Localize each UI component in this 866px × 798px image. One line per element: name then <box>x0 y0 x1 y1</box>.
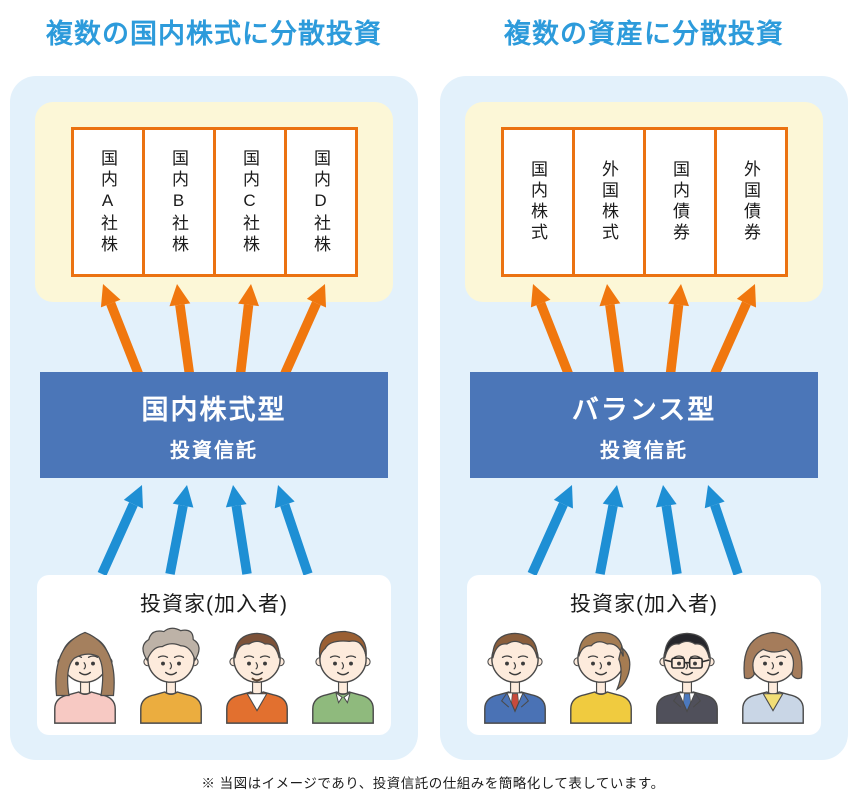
asset-box-domestic-b: 国内B社株 <box>141 127 216 277</box>
asset-label: 国内C社株 <box>240 148 259 256</box>
fund-product-label: 投資信託 <box>600 439 688 462</box>
investors-box: 投資家(加入者) <box>467 575 821 735</box>
asset-label: 国内D社株 <box>311 148 330 256</box>
orange-diversification-arrows <box>100 284 327 380</box>
fund-box-balanced-type: バランス型 投資信託 <box>470 372 818 478</box>
person-man-goatee-orange-vneck <box>217 618 297 726</box>
panel-balanced-fund: 国内株式 外国株式 国内債券 外国債券 バランス型 投資信託 投資家(加入者) <box>440 76 848 760</box>
asset-label: 国内B社株 <box>169 148 188 256</box>
asset-label: 外国債券 <box>741 160 760 244</box>
asset-label: 外国株式 <box>599 160 618 244</box>
asset-box-foreign-equity: 外国株式 <box>571 127 646 277</box>
asset-box-domestic-equity: 国内株式 <box>500 127 575 277</box>
investor-people-illustration <box>475 624 813 726</box>
asset-box-domestic-c: 国内C社株 <box>212 127 287 277</box>
person-elderly-woman-curly-gray-hair <box>131 618 211 726</box>
person-woman-bob-gray-jacket <box>733 618 813 726</box>
asset-label: 国内株式 <box>528 160 547 244</box>
asset-box-domestic-a: 国内A社株 <box>70 127 145 277</box>
person-man-glasses-dark-suit <box>647 618 727 726</box>
footnote-disclaimer: ※ 当図はイメージであり、投資信託の仕組みを簡略化して表しています。 <box>201 776 665 791</box>
assets-row: 国内A社株 国内B社株 国内C社株 国内D社株 <box>70 127 358 277</box>
fund-product-label: 投資信託 <box>170 439 258 462</box>
person-woman-ponytail-yellow-top <box>561 618 641 726</box>
person-man-blue-suit-red-tie <box>475 618 555 726</box>
asset-box-domestic-bond: 国内債券 <box>642 127 717 277</box>
asset-label: 国内A社株 <box>98 148 117 256</box>
assets-row: 国内株式 外国株式 国内債券 外国債券 <box>500 127 788 277</box>
fund-type-label: 国内株式型 <box>141 394 287 425</box>
panel-domestic-stock-fund: 国内A社株 国内B社株 国内C社株 国内D社株 国内株式型 投資信託 投資家(加… <box>10 76 418 760</box>
person-man-green-polo <box>303 618 383 726</box>
investor-people-illustration <box>45 624 383 726</box>
investors-label: 投資家(加入者) <box>570 593 718 616</box>
asset-box-foreign-bond: 外国債券 <box>713 127 788 277</box>
assets-container: 国内A社株 国内B社株 国内C社株 国内D社株 <box>35 102 393 302</box>
asset-box-domestic-d: 国内D社株 <box>283 127 358 277</box>
blue-investor-arrows <box>527 485 743 576</box>
assets-container: 国内株式 外国株式 国内債券 外国債券 <box>465 102 823 302</box>
asset-label: 国内債券 <box>670 160 689 244</box>
investors-box: 投資家(加入者) <box>37 575 391 735</box>
person-woman-long-hair-pink-top <box>45 618 125 726</box>
orange-diversification-arrows <box>530 284 757 380</box>
fund-type-label: バランス型 <box>571 394 717 425</box>
investors-label: 投資家(加入者) <box>140 593 288 616</box>
left-panel-title: 複数の国内株式に分散投資 <box>46 19 382 49</box>
blue-investor-arrows <box>97 485 313 576</box>
fund-box-domestic-stock-type: 国内株式型 投資信託 <box>40 372 388 478</box>
right-panel-title: 複数の資産に分散投資 <box>504 19 784 49</box>
